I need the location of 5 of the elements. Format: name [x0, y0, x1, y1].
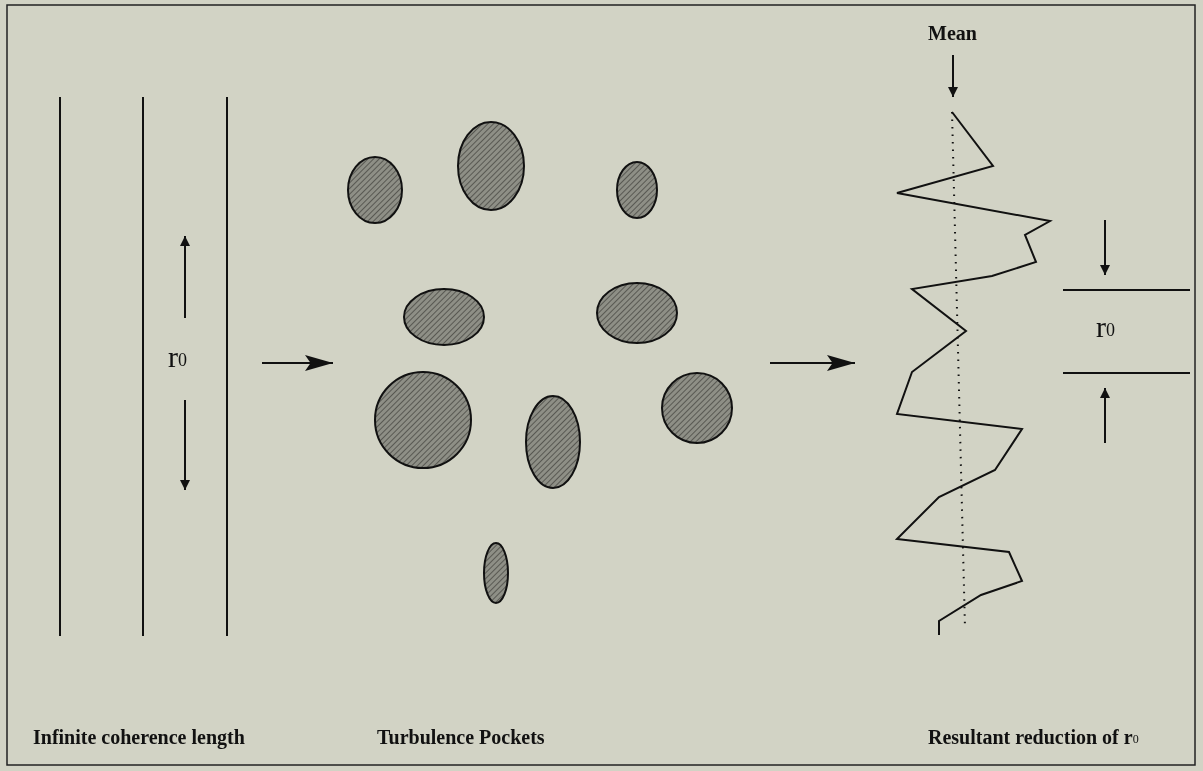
- panel-caption: Infinite coherence length: [33, 726, 245, 749]
- arrow: [261, 355, 334, 371]
- panel-caption: Turbulence Pockets: [377, 726, 545, 749]
- arrow: [769, 355, 856, 371]
- mean-label: Mean: [928, 22, 977, 45]
